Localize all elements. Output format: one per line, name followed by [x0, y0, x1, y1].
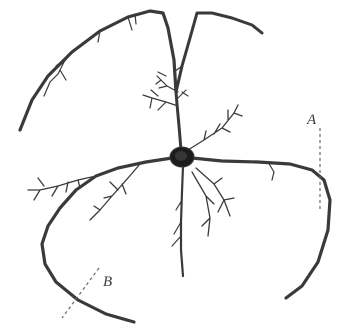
upper-right-trunk — [176, 13, 262, 92]
soma-inner — [175, 151, 187, 161]
apical-dendrite — [176, 92, 181, 150]
lower-right-branch-1 — [196, 168, 234, 216]
apical-branch-2 — [143, 90, 178, 110]
lower-right-small-branches — [192, 168, 234, 236]
apical-branch-3 — [178, 90, 188, 98]
upper-right-small-branches — [188, 105, 242, 150]
left-dendrite — [28, 158, 172, 322]
upper-left-twig — [44, 14, 136, 96]
left-twig-upper — [28, 176, 96, 200]
upper-right-branch — [188, 105, 242, 150]
right-dendrite — [192, 158, 330, 298]
cell-body — [170, 147, 194, 167]
downward-trunk — [181, 166, 183, 276]
apical-branches — [143, 72, 188, 110]
upper-left-trunk — [20, 11, 176, 130]
left-trunk — [42, 158, 172, 322]
section-marker-a: A — [306, 112, 320, 212]
label-b: B — [103, 274, 112, 290]
left-twig-lower — [90, 164, 140, 220]
downward-branch — [172, 166, 183, 276]
label-a: A — [306, 112, 317, 128]
upper-left-dendrite — [20, 11, 176, 130]
upper-right-dendrite — [174, 13, 262, 92]
right-trunk — [192, 158, 330, 298]
right-twig — [268, 162, 274, 180]
